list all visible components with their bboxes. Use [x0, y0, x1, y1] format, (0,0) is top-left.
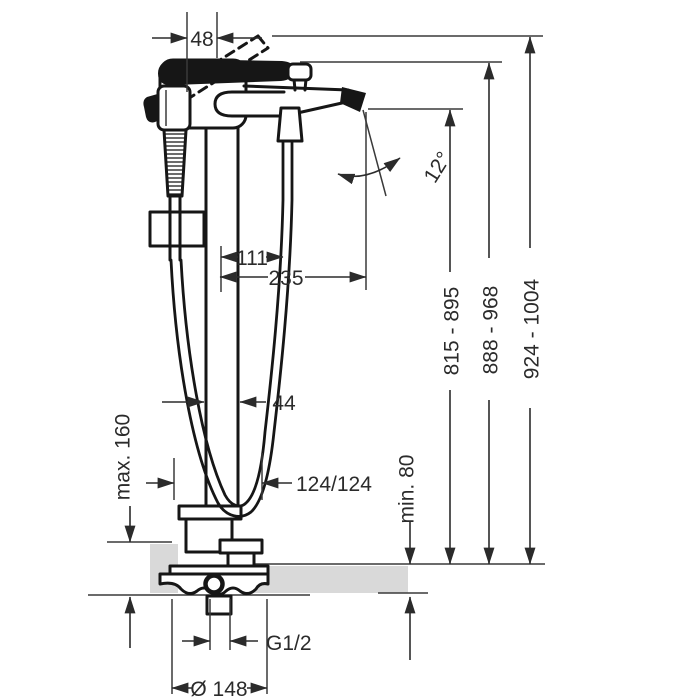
label-888-968: 888 - 968 [479, 286, 502, 375]
hand-shower-head [156, 84, 192, 132]
label-g12: G1/2 [266, 632, 312, 655]
label-924-1004: 924 - 1004 [520, 278, 543, 379]
label-48: 48 [190, 28, 213, 51]
diverter-knob-cap [286, 62, 313, 82]
lever-handle [158, 59, 295, 86]
hose-inner-line [179, 139, 285, 508]
dimension-labels: 48 111 235 44 124/124 G1/2 Ø 148 max. 16… [111, 28, 543, 700]
floor-screed-right [248, 566, 408, 593]
mixer-head [143, 34, 366, 143]
label-44: 44 [272, 392, 296, 415]
spout-slot-fill [215, 92, 284, 116]
label-111: 111 [236, 247, 268, 270]
shower-hose [169, 139, 294, 518]
base-assembly [158, 504, 270, 616]
base-step-block [226, 551, 256, 568]
base-step-plate [218, 538, 264, 555]
dimension-lines [124, 32, 536, 694]
hose-connector [276, 106, 304, 143]
spout-outlet-tip [340, 87, 366, 112]
label-max-160: max. 160 [111, 414, 134, 500]
connection-nipple [205, 594, 233, 616]
label-235: 235 [268, 267, 303, 290]
mounting-bolt [203, 573, 225, 595]
ext-lines-base-diameter [171, 599, 268, 694]
label-815-895: 815 - 895 [440, 287, 463, 376]
hand-shower-handle [168, 194, 182, 262]
label-d148: Ø 148 [190, 678, 247, 700]
hand-shower [148, 84, 206, 262]
shower-holder-cup [148, 210, 206, 248]
spout-slot [213, 90, 286, 118]
grip-hatching [164, 133, 186, 195]
angle-arc [337, 157, 401, 185]
label-min-80: min. 80 [395, 455, 418, 524]
floor-section [88, 541, 545, 596]
faucet-column [204, 126, 240, 508]
label-124-124: 124/124 [296, 473, 372, 496]
hose-outer-line [169, 139, 294, 518]
base-plate-upper [177, 504, 243, 521]
